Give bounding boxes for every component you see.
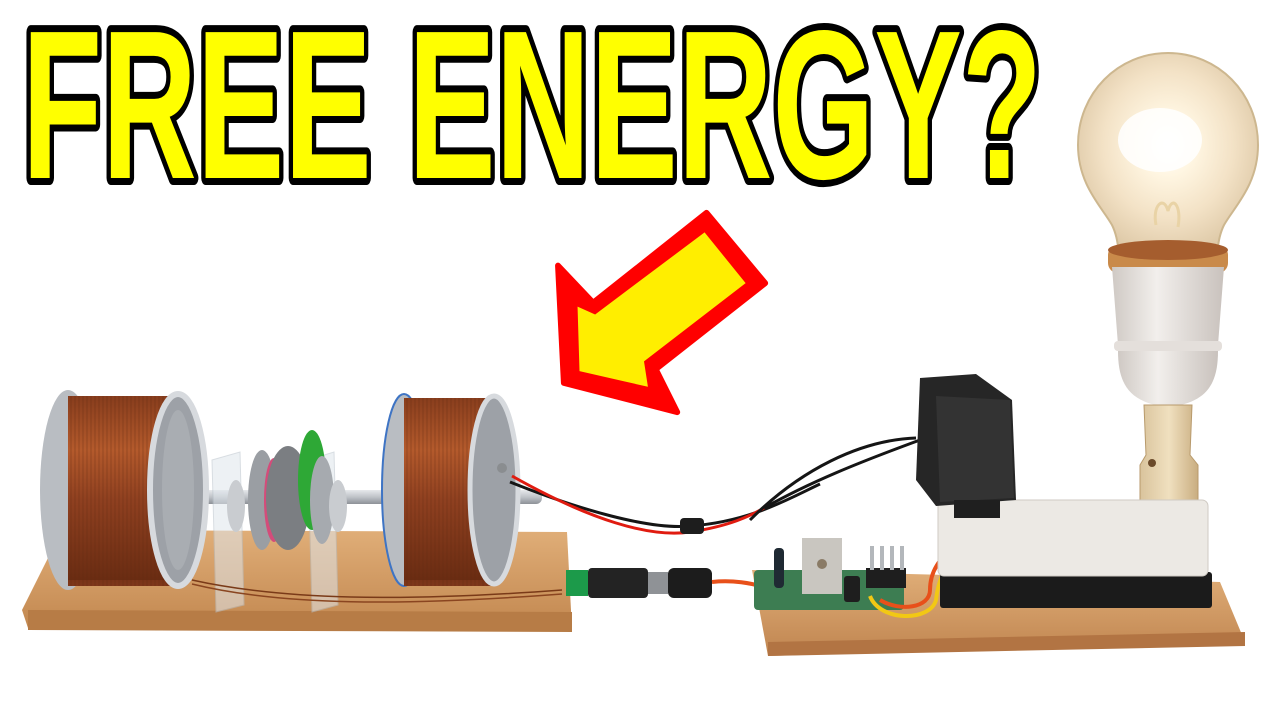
wiring bbox=[490, 420, 950, 620]
light-bulb bbox=[1068, 45, 1268, 525]
headline: FREE ENERGY? FREE ENERGY? bbox=[14, 0, 1054, 230]
terminal-block bbox=[566, 570, 588, 596]
headline-text: FREE ENERGY? bbox=[22, 0, 1042, 223]
pointer-arrow-icon bbox=[548, 205, 783, 420]
coil-generator bbox=[22, 380, 582, 660]
circuit-and-adapter bbox=[740, 360, 1260, 660]
headline-graphic: FREE ENERGY? FREE ENERGY? bbox=[15, 0, 1049, 230]
headline-outline: FREE ENERGY? bbox=[22, 0, 1042, 223]
wire-splice bbox=[680, 518, 704, 534]
